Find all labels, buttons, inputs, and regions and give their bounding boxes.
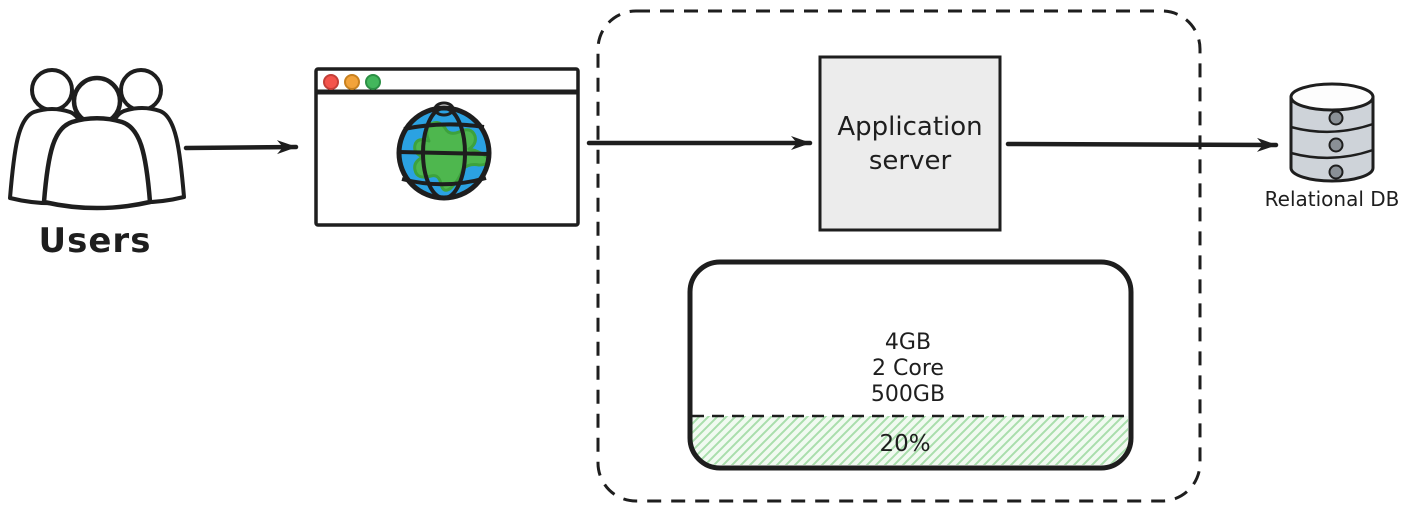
db-divider-upper <box>1290 122 1374 134</box>
person-head-icon <box>119 68 163 112</box>
db-dot-icon <box>1328 137 1344 153</box>
arrow-users-to-browser[interactable] <box>183 140 299 155</box>
browser-window-node[interactable] <box>314 67 580 227</box>
db-dot-icon <box>1328 110 1344 126</box>
arrow-app-server-to-database[interactable] <box>1005 137 1279 152</box>
globe-latitude-lower <box>401 176 487 187</box>
person-body-icon <box>41 116 153 211</box>
usage-fill-region <box>692 416 1128 465</box>
server-capacity-node[interactable]: 4GB 2 Core 500GB 20% <box>687 259 1134 471</box>
app-server-label-line1: Application <box>837 112 982 142</box>
person-head-icon <box>30 68 74 112</box>
capacity-box-border <box>687 259 1134 471</box>
capacity-usage-label: 20% <box>879 431 930 457</box>
globe-top-loop <box>433 101 455 117</box>
capacity-ram-label: 4GB <box>885 330 931 355</box>
globe-equator <box>398 150 490 156</box>
db-divider-lower <box>1290 148 1374 160</box>
traffic-light-green-icon <box>365 74 381 90</box>
globe-latitude-upper <box>403 122 485 131</box>
database-node[interactable]: Relational DB <box>1265 82 1400 211</box>
capacity-storage-label: 500GB <box>871 382 945 407</box>
globe-icon <box>396 101 492 201</box>
users-label: Users <box>39 221 152 261</box>
db-cylinder-top <box>1289 82 1375 112</box>
database-label: Relational DB <box>1265 187 1400 211</box>
traffic-light-red-icon <box>323 74 339 90</box>
service-boundary-dashed-box[interactable] <box>596 9 1202 503</box>
app-server-label-line2: server <box>869 146 952 176</box>
db-dot-icon <box>1328 164 1344 180</box>
app-server-box <box>818 55 1002 232</box>
users-node[interactable]: Users <box>8 68 186 261</box>
capacity-cpu-label: 2 Core <box>872 356 944 381</box>
traffic-light-amber-icon <box>344 74 360 90</box>
app-server-node[interactable]: Application server <box>818 55 1002 232</box>
